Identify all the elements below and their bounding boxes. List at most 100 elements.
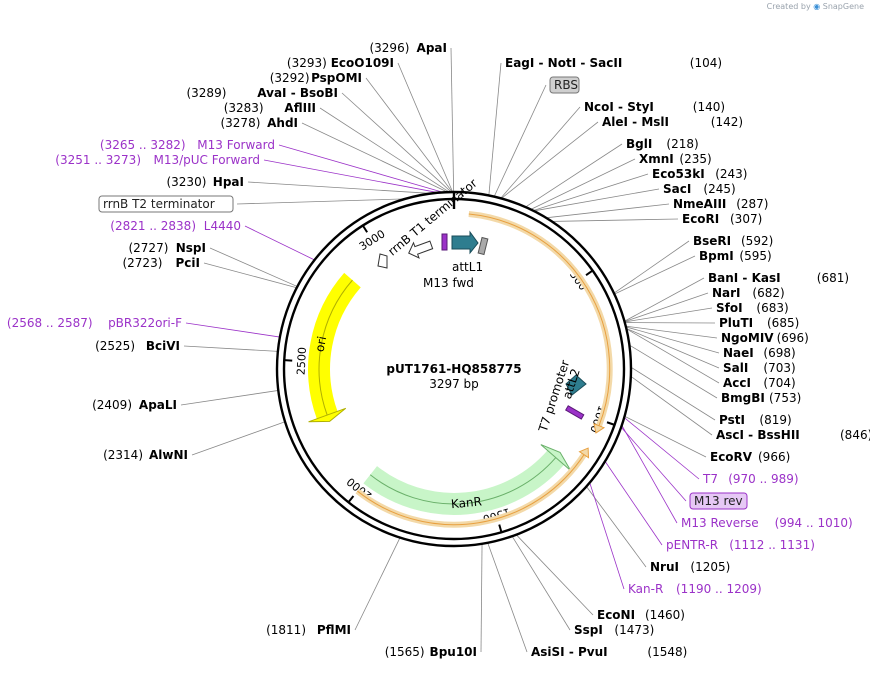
leader-right-6 bbox=[532, 173, 649, 212]
site-left-6[interactable]: M13 Forward(3265 .. 3282) bbox=[100, 138, 275, 152]
site-right-14[interactable]: SfoI(683) bbox=[716, 301, 789, 315]
site-right-26[interactable]: M13 Reverse(994 .. 1010) bbox=[681, 516, 853, 530]
site-right-21[interactable]: PstI (819) bbox=[719, 413, 792, 427]
site-position: (703) bbox=[763, 361, 795, 375]
site-right-4[interactable]: BglI(218) bbox=[626, 137, 699, 151]
site-position: (3278) bbox=[220, 116, 260, 130]
site-right-6[interactable]: Eco53kI(243) bbox=[652, 167, 747, 181]
site-position: (104) bbox=[690, 56, 722, 70]
site-right-25[interactable]: M13 rev bbox=[689, 492, 748, 510]
site-name: T7 bbox=[702, 472, 718, 486]
site-right-0[interactable]: EagI - NotI - SacII(104) bbox=[505, 56, 722, 70]
site-right-31[interactable]: SspI(1473) bbox=[574, 623, 654, 637]
site-name: NruI bbox=[650, 560, 679, 574]
leader-left-10 bbox=[244, 225, 315, 261]
site-name: AflIII bbox=[284, 101, 316, 115]
site-left-3[interactable]: AvaI - BsoBI(3289) bbox=[186, 86, 338, 100]
site-right-27[interactable]: pENTR-R(1112 .. 1131) bbox=[666, 538, 815, 552]
site-name: ApaI bbox=[417, 41, 447, 55]
site-left-8[interactable]: HpaI(3230) bbox=[166, 175, 244, 189]
site-name: NcoI - StyI bbox=[584, 100, 654, 114]
site-position: (2409) bbox=[92, 398, 132, 412]
site-name: BciVI bbox=[146, 339, 180, 353]
site-left-4[interactable]: AflIII (3283) bbox=[224, 101, 316, 115]
site-position: (3289) bbox=[186, 86, 226, 100]
site-position: (819) bbox=[759, 413, 791, 427]
leader-left-8 bbox=[247, 181, 432, 194]
site-right-16[interactable]: NgoMIV(696) bbox=[721, 331, 809, 345]
leader-right-3 bbox=[501, 121, 599, 199]
site-right-32[interactable]: AsiSI - PvuI(1548) bbox=[531, 645, 687, 659]
site-right-9[interactable]: EcoRI(307) bbox=[682, 212, 762, 226]
site-left-10[interactable]: L4440(2821 .. 2838) bbox=[110, 219, 241, 233]
site-name: SalI bbox=[723, 361, 748, 375]
site-right-13[interactable]: NarI(682) bbox=[712, 286, 785, 300]
site-left-17[interactable]: PflMI(1811) bbox=[266, 623, 351, 637]
site-left-18[interactable]: Bpu10I(1565) bbox=[385, 645, 477, 659]
leader-right-7 bbox=[533, 188, 660, 212]
site-right-2[interactable]: NcoI - StyI(140) bbox=[584, 100, 725, 114]
site-right-19[interactable]: AccI(704) bbox=[723, 376, 796, 390]
site-name: PstI bbox=[719, 413, 745, 427]
site-name: M13/pUC Forward bbox=[153, 153, 260, 167]
leader-right-14 bbox=[624, 307, 713, 323]
site-name: L4440 bbox=[204, 219, 241, 233]
site-right-7[interactable]: SacI(245) bbox=[663, 182, 736, 196]
site-right-15[interactable]: PluTI(685) bbox=[719, 316, 799, 330]
site-left-2[interactable]: PspOMI(3292) bbox=[270, 71, 362, 85]
small-feature-icon bbox=[377, 253, 388, 269]
site-right-20[interactable]: BmgBI(753) bbox=[721, 391, 801, 405]
site-box bbox=[98, 195, 234, 213]
site-left-7[interactable]: M13/pUC Forward(3251 .. 3273) bbox=[55, 153, 260, 167]
site-left-16[interactable]: AlwNI(2314) bbox=[103, 448, 188, 462]
site-left-5[interactable]: AhdI(3278) bbox=[220, 116, 298, 130]
site-name: BseRI bbox=[693, 234, 731, 248]
site-position: (142) bbox=[711, 115, 743, 129]
site-right-12[interactable]: BanI - KasI(681) bbox=[708, 271, 849, 285]
site-position: (846) bbox=[840, 428, 870, 442]
site-right-1[interactable]: RBS bbox=[549, 76, 580, 94]
site-right-22[interactable]: AscI - BssHII(846) bbox=[716, 428, 870, 442]
site-name: HpaI bbox=[213, 175, 244, 189]
site-position: (683) bbox=[756, 301, 788, 315]
leader-left-6 bbox=[278, 144, 444, 193]
site-left-1[interactable]: EcoO109I(3293) bbox=[287, 56, 394, 70]
leader-left-7 bbox=[263, 159, 439, 194]
feature-edge-ccdB-region bbox=[468, 213, 611, 426]
site-position: (3283) bbox=[224, 101, 264, 115]
site-right-3[interactable]: AleI - MslI(142) bbox=[602, 115, 743, 129]
leader-right-20 bbox=[629, 344, 718, 399]
site-right-18[interactable]: SalI (703) bbox=[723, 361, 796, 375]
site-left-9[interactable]: rrnB T2 terminator bbox=[98, 195, 234, 213]
site-right-5[interactable]: XmnI(235) bbox=[639, 152, 712, 166]
site-right-30[interactable]: EcoNI(1460) bbox=[597, 608, 685, 622]
site-position: (970 .. 989) bbox=[728, 472, 798, 486]
site-name: RBS bbox=[554, 78, 578, 92]
site-right-10[interactable]: BseRI(592) bbox=[693, 234, 773, 248]
site-name: BglI bbox=[626, 137, 652, 151]
site-left-12[interactable]: PciI(2723) bbox=[122, 256, 200, 270]
site-right-17[interactable]: NaeI(698) bbox=[723, 346, 796, 360]
site-right-11[interactable]: BpmI(595) bbox=[699, 249, 772, 263]
feature-ccdB-region[interactable] bbox=[468, 211, 613, 427]
leader-left-3 bbox=[341, 92, 452, 193]
site-position: (696) bbox=[777, 331, 809, 345]
site-left-14[interactable]: BciVI(2525) bbox=[95, 339, 180, 353]
site-position: (1548) bbox=[647, 645, 687, 659]
attL1-arrow-icon bbox=[451, 230, 479, 255]
site-right-28[interactable]: NruI(1205) bbox=[650, 560, 730, 574]
leader-right-5 bbox=[530, 158, 636, 210]
site-right-8[interactable]: NmeAIII(287) bbox=[673, 197, 768, 211]
site-left-0[interactable]: ApaI(3296) bbox=[369, 41, 447, 55]
site-left-13[interactable]: pBR322ori-F(2568 .. 2587) bbox=[7, 316, 182, 330]
site-name: NmeAIII bbox=[673, 197, 726, 211]
site-right-29[interactable]: Kan-R(1190 .. 1209) bbox=[628, 582, 762, 596]
site-right-24[interactable]: T7 (970 .. 989) bbox=[702, 472, 799, 486]
feature-arrowhead-ori bbox=[308, 407, 347, 423]
feature-arrowhead-ccdB-region bbox=[593, 422, 606, 434]
site-right-23[interactable]: EcoRV(966) bbox=[710, 450, 790, 464]
site-left-15[interactable]: ApaLI(2409) bbox=[92, 398, 177, 412]
site-left-11[interactable]: NspI(2727) bbox=[128, 241, 206, 255]
site-position: (2727) bbox=[128, 241, 168, 255]
